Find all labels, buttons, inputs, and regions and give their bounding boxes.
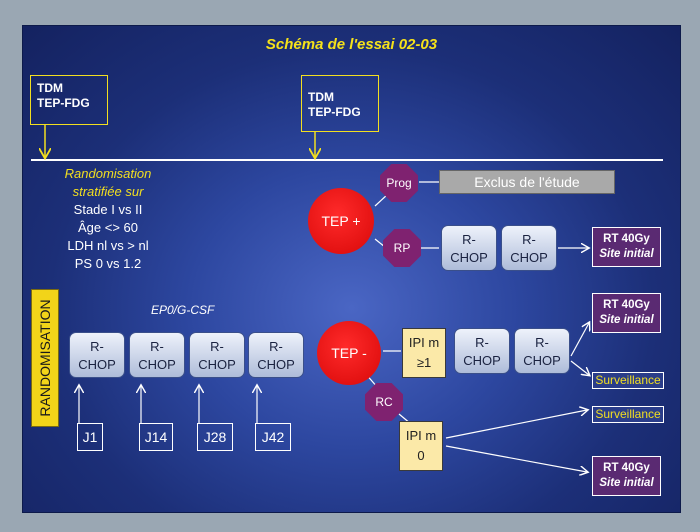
ipi-value: 0	[417, 448, 425, 463]
rt-dose: RT 40Gy	[603, 462, 650, 474]
ipi-value: ≥1	[416, 355, 432, 370]
rt-dose: RT 40Gy	[603, 299, 650, 311]
ipi-label: IPI m	[408, 335, 440, 350]
r-chop-line2: CHOP	[257, 357, 295, 372]
r-chop-line1: R-	[210, 339, 224, 354]
ipi-label: IPI m	[405, 428, 437, 443]
tep-minus-circle: TEP -	[317, 321, 381, 385]
connector-lines	[31, 125, 663, 512]
rt-site: Site initial	[599, 477, 654, 489]
randomisation-label: RANDOMISATION	[37, 299, 53, 417]
rt-site: Site initial	[599, 314, 654, 326]
trial-schema-slide: Schéma de l'essai 02-03 TDM TEP-FDG TDM …	[22, 25, 681, 513]
strat-item: LDH nl vs > nl	[67, 238, 149, 253]
exclus-box: Exclus de l'étude	[439, 170, 615, 194]
rt-40gy-box: RT 40Gy Site initial	[592, 227, 661, 267]
ipi-ge1-box: IPI m ≥1	[402, 328, 446, 378]
day-box-j1: J1	[77, 423, 103, 451]
r-chop-cycle: R- CHOP	[501, 225, 557, 271]
strat-item: Âge <> 60	[78, 220, 138, 235]
r-chop-line2: CHOP	[78, 357, 116, 372]
r-chop-cycle: R- CHOP	[129, 332, 185, 378]
tep-plus-circle: TEP +	[308, 188, 374, 254]
rt-dose: RT 40Gy	[603, 233, 650, 245]
prog-badge: Prog	[380, 164, 418, 202]
r-chop-cycle: R- CHOP	[189, 332, 245, 378]
r-chop-cycle: R- CHOP	[441, 225, 497, 271]
day-box-j14: J14	[139, 423, 173, 451]
r-chop-line1: R-	[462, 232, 476, 247]
ep0-gcsf-label: EP0/G-CSF	[151, 303, 215, 317]
stratification-block: Randomisation stratifiée sur Stade I vs …	[43, 165, 173, 273]
r-chop-cycle: R- CHOP	[248, 332, 304, 378]
r-chop-cycle: R- CHOP	[514, 328, 570, 374]
rt-site: Site initial	[599, 248, 654, 260]
r-chop-line2: CHOP	[198, 357, 236, 372]
strat-heading-2: stratifiée sur	[72, 184, 144, 199]
slide-title: Schéma de l'essai 02-03	[265, 36, 438, 53]
r-chop-line1: R-	[150, 339, 164, 354]
strat-heading-1: Randomisation	[64, 166, 152, 181]
rt-40gy-box: RT 40Gy Site initial	[592, 293, 661, 333]
tdm-tep-box-baseline: TDM TEP-FDG	[30, 75, 108, 125]
rp-badge: RP	[383, 229, 421, 267]
day-box-j42: J42	[255, 423, 291, 451]
tdm-label: TDM	[37, 81, 63, 95]
r-chop-line2: CHOP	[523, 353, 561, 368]
r-chop-cycle: R- CHOP	[454, 328, 510, 374]
strat-item: Stade I vs II	[73, 202, 143, 217]
r-chop-line1: R-	[522, 232, 536, 247]
randomisation-bar: RANDOMISATION	[31, 289, 59, 427]
strat-item: PS 0 vs 1.2	[74, 256, 142, 271]
tep-fdg-label: TEP-FDG	[37, 96, 90, 110]
rt-40gy-box: RT 40Gy Site initial	[592, 456, 661, 496]
r-chop-line2: CHOP	[138, 357, 176, 372]
surveillance-box: Surveillance	[592, 372, 664, 389]
r-chop-line2: CHOP	[463, 353, 501, 368]
rc-badge: RC	[365, 383, 403, 421]
r-chop-line1: R-	[535, 335, 549, 350]
r-chop-cycle: R- CHOP	[69, 332, 125, 378]
tdm-tep-box-interim: TDM TEP-FDG	[301, 75, 379, 132]
tdm-label: TDM	[308, 90, 334, 104]
tep-fdg-label: TEP-FDG	[308, 105, 361, 119]
day-box-j28: J28	[197, 423, 233, 451]
r-chop-line2: CHOP	[450, 250, 488, 265]
r-chop-line1: R-	[90, 339, 104, 354]
r-chop-line1: R-	[475, 335, 489, 350]
ipi-0-box: IPI m 0	[399, 421, 443, 471]
surveillance-box: Surveillance	[592, 406, 664, 423]
r-chop-line1: R-	[269, 339, 283, 354]
r-chop-line2: CHOP	[510, 250, 548, 265]
